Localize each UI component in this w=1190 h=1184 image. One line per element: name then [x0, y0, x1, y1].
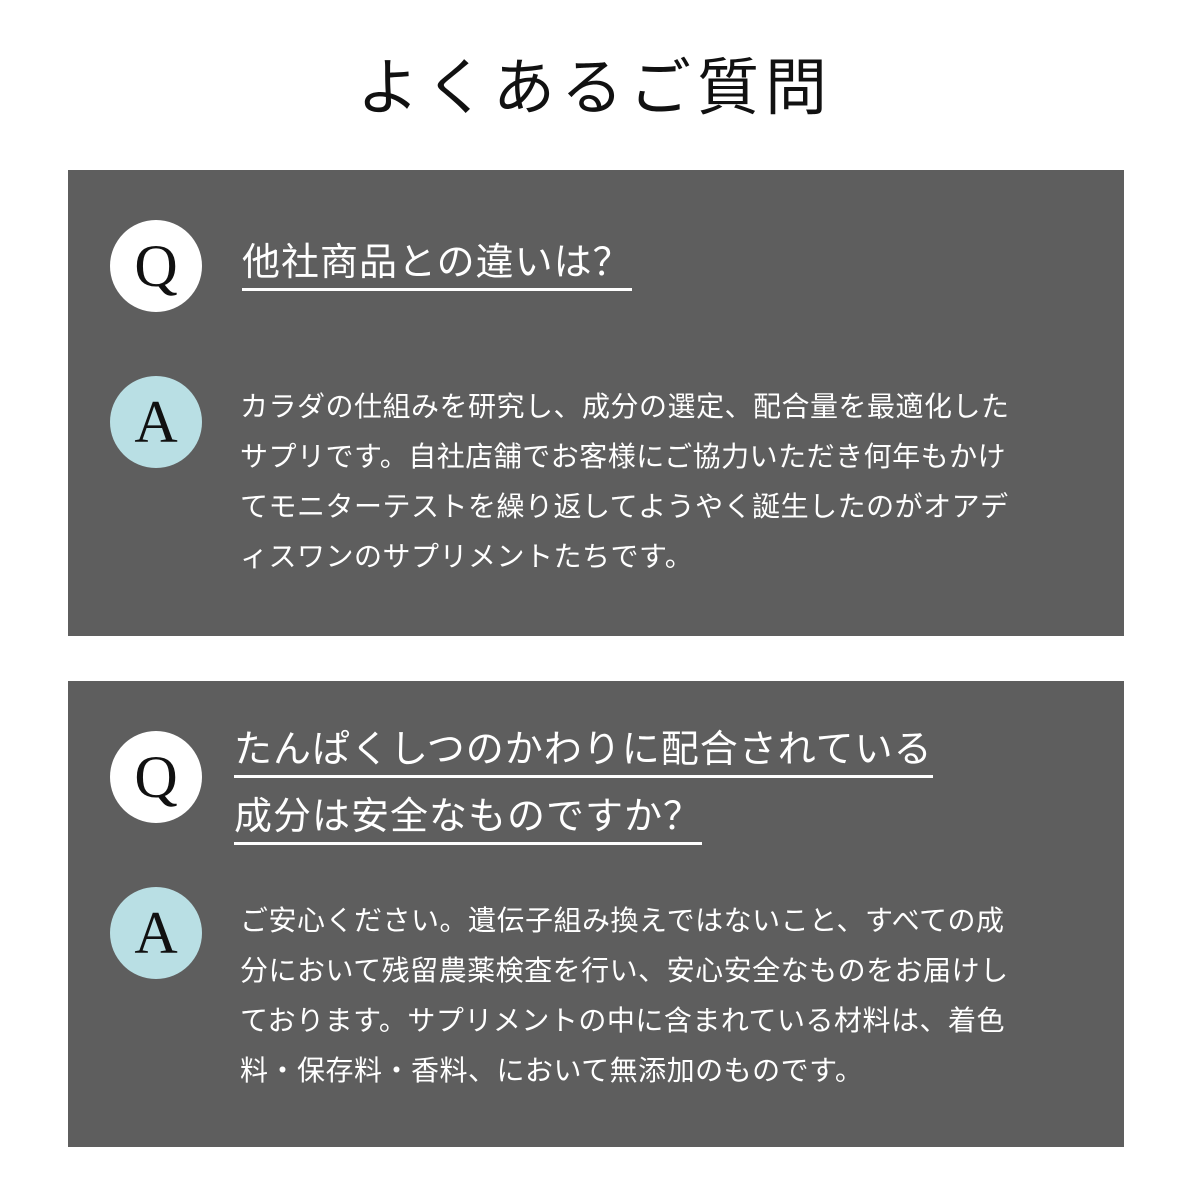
answer-line: ご安心ください。遺伝子組み換えではないこと、すべての成: [240, 904, 1005, 937]
answer-line: 分において残留農薬検査を行い、安心安全なものをお届けし: [240, 954, 1009, 987]
answer-line: ております。サプリメントの中に含まれている材料は、着色: [240, 1004, 1006, 1037]
faq-item-1: Q 他社商品との違いは？ A カラダの仕組みを研究し、成分の選定、配合量を最適化…: [68, 170, 1124, 636]
faq-question[interactable]: 他社商品との違いは？: [242, 232, 632, 292]
page-title: よくあるご質問: [356, 51, 833, 124]
answer-badge-icon: A: [110, 376, 202, 468]
answer-line: ィスワンのサプリメントたちです。: [240, 540, 694, 573]
question-badge-icon: Q: [110, 220, 202, 312]
faq-answer: ご安心ください。遺伝子組み換えではないこと、すべての成 分において残留農薬検査を…: [240, 896, 1009, 1096]
answer-line: サプリです。自社店舗でお客様にご協力いただき何年もかけ: [240, 440, 1007, 473]
faq-item-2: Q たんぱくしつのかわりに配合されている 成分は安全なものですか？ A ご安心く…: [68, 681, 1124, 1147]
faq-answer: カラダの仕組みを研究し、成分の選定、配合量を最適化した サプリです。自社店舗でお…: [240, 382, 1010, 582]
question-badge-icon: Q: [110, 731, 202, 823]
question-line[interactable]: 成分は安全なものですか？: [234, 790, 703, 845]
answer-line: カラダの仕組みを研究し、成分の選定、配合量を最適化した: [240, 390, 1010, 423]
answer-badge-icon: A: [110, 887, 202, 979]
question-line[interactable]: 他社商品との違いは？: [242, 236, 632, 291]
faq-question[interactable]: たんぱくしつのかわりに配合されている 成分は安全なものですか？: [234, 719, 933, 853]
answer-line: 料・保存料・香料、において無添加のものです。: [240, 1054, 864, 1087]
answer-line: てモニターテストを繰り返してようやく誕生したのがオアデ: [240, 490, 1009, 523]
question-line[interactable]: たんぱくしつのかわりに配合されている: [234, 723, 933, 778]
